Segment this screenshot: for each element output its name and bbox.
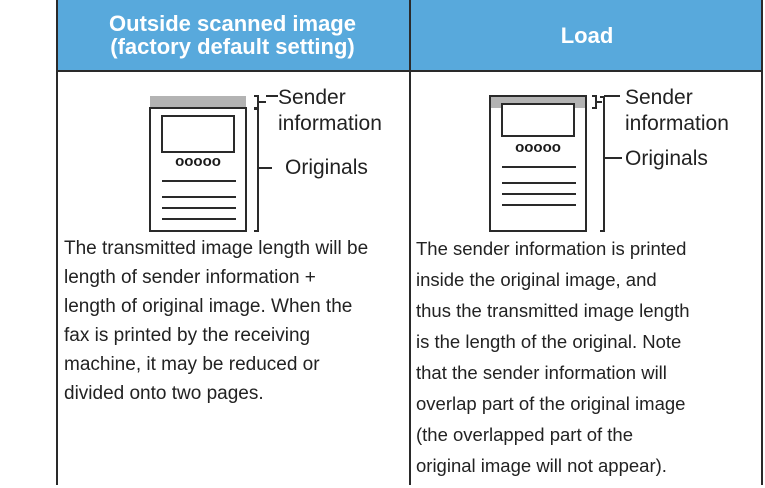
description-line: thus the transmitted image length xyxy=(416,300,690,321)
description-line: The sender information is printed xyxy=(416,238,687,259)
description-line: machine, it may be reduced or xyxy=(64,354,320,375)
header-line-2: (factory default setting) xyxy=(110,34,355,59)
description-line: (the overlapped part of the xyxy=(416,424,634,445)
paper-circles: ooooo xyxy=(175,153,221,170)
comparison-table: Outside scanned image (factory default s… xyxy=(56,0,763,485)
outside-scan-illustration: ooooo xyxy=(148,88,408,233)
document-with-outside-sender-info: ooooo xyxy=(149,95,278,232)
description-line: that the sender information will xyxy=(416,362,667,383)
load-description: The sender information is printed inside… xyxy=(416,233,690,481)
header-divider xyxy=(56,70,763,72)
paper-circles: ooooo xyxy=(515,139,561,156)
table-divider xyxy=(409,0,411,485)
description-line: is the length of the original. Note xyxy=(416,331,682,352)
description-line: length of original image. When the xyxy=(64,296,353,317)
label-sender-information: Sender information xyxy=(278,86,382,135)
header-line-1: Outside scanned image xyxy=(109,11,356,36)
table-border-right xyxy=(761,0,763,485)
description-line: length of sender information + xyxy=(64,267,316,288)
description-line: original image will not appear). xyxy=(416,455,667,476)
description-line: overlap part of the original image xyxy=(416,393,686,414)
description-line: fax is printed by the receiving xyxy=(64,325,311,346)
description-line: The transmitted image length will be xyxy=(64,238,369,259)
label-sender-information: Sender information xyxy=(625,86,729,135)
description-line: inside the original image, and xyxy=(416,269,657,290)
label-originals: Originals xyxy=(625,147,708,170)
load-illustration: ooooo xyxy=(488,88,748,233)
table-border-left xyxy=(56,0,58,485)
document-with-inside-sender-info: ooooo xyxy=(489,95,622,232)
header-label: Load xyxy=(560,22,614,48)
label-originals: Originals xyxy=(285,156,368,179)
description-line: divided onto two pages. xyxy=(64,383,264,404)
header-load: Load xyxy=(411,0,763,70)
header-outside-scanned-image: Outside scanned image (factory default s… xyxy=(56,0,409,70)
outside-scan-description: The transmitted image length will be len… xyxy=(64,234,368,408)
